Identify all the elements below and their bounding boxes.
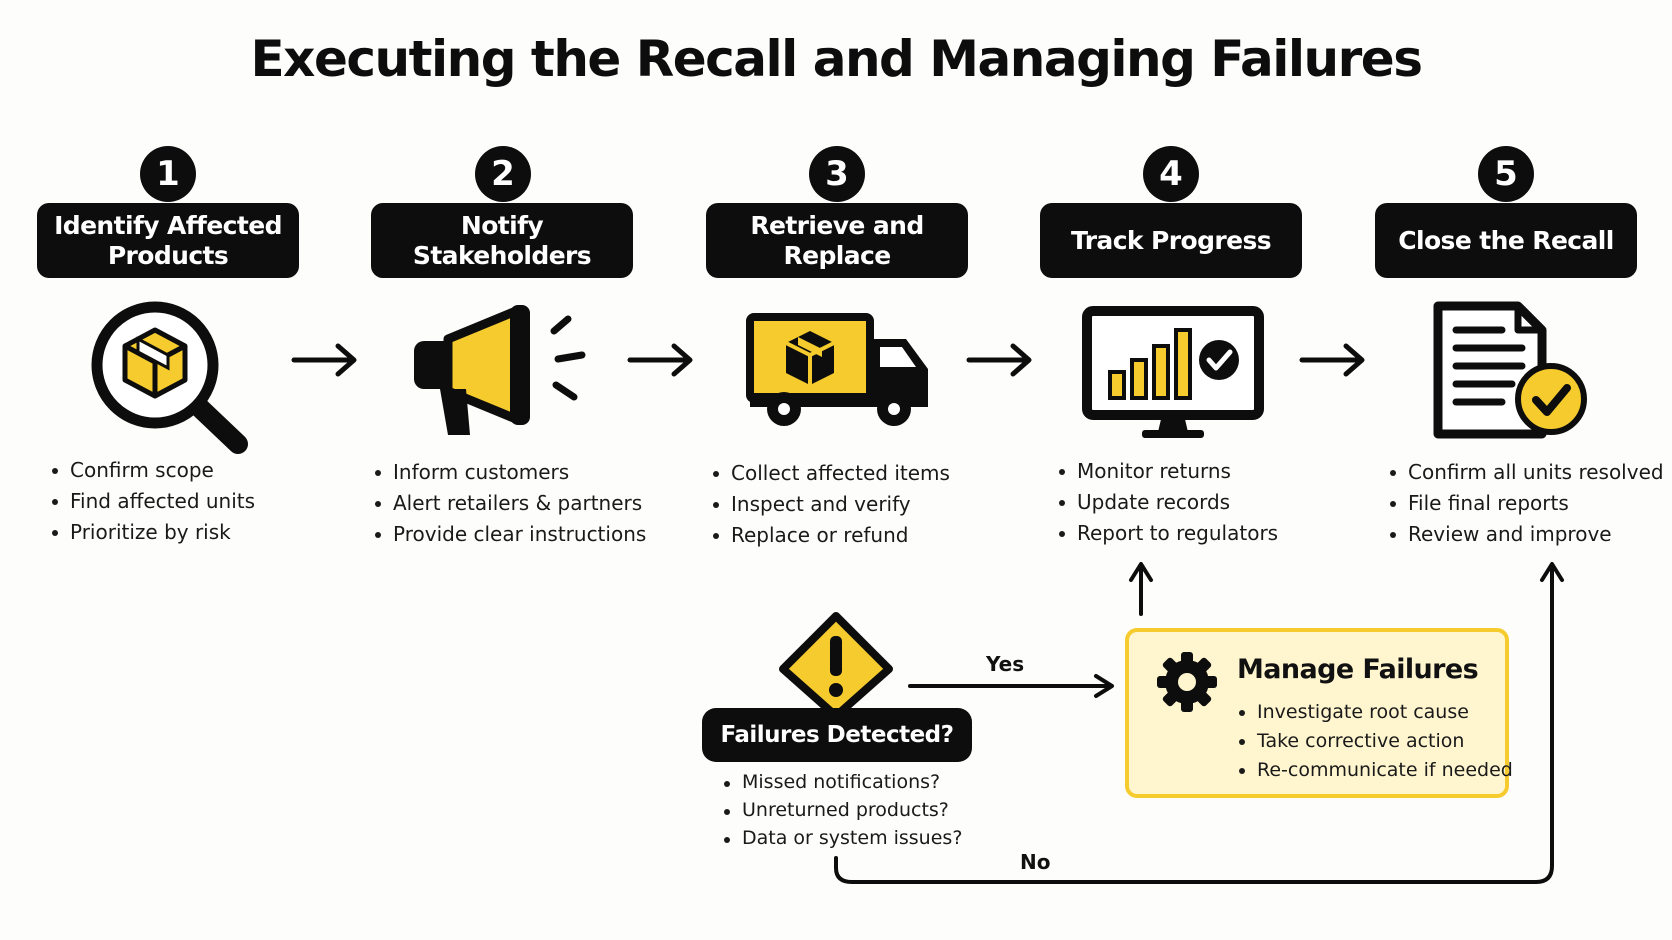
step-4-label: Track Progress [1040,203,1302,278]
failure-checks-bullets: Missed notifications? Unreturned product… [722,768,962,852]
step-3-label: Retrieve and Replace [706,203,968,278]
bullet-item: Alert retailers & partners [373,488,646,519]
bullet-item: Replace or refund [711,520,950,551]
step-1-bullets: Confirm scope Find affected units Priori… [50,455,255,548]
step-2-bullets: Inform customers Alert retailers & partn… [373,457,646,550]
step-5-label: Close the Recall [1375,203,1637,278]
bullet-item: Provide clear instructions [373,519,646,550]
step-2-label: Notify Stakeholders [371,203,633,278]
bullet-item: Confirm all units resolved [1388,457,1664,488]
step-1-number: 1 [140,146,196,202]
bullet-item: Review and improve [1388,519,1664,550]
step-5-number: 5 [1478,146,1534,202]
bullet-item: Find affected units [50,486,255,517]
bullet-item: Missed notifications? [722,768,962,796]
megaphone-icon [414,305,586,435]
magnifier-box-icon [91,301,248,454]
no-label: No [1020,850,1051,874]
arrow-right-icon [627,343,693,377]
bullet-item: Take corrective action [1237,727,1513,756]
step-3-bullets: Collect affected items Inspect and verif… [711,458,950,551]
arrow-right-icon [966,343,1032,377]
yes-label: Yes [986,652,1025,676]
arrow-right-icon [291,343,357,377]
bullet-item: Inspect and verify [711,489,950,520]
gear-icon [1157,652,1217,712]
arrow-right-icon [1299,343,1365,377]
bullet-item: Report to regulators [1057,518,1278,549]
bullet-item: Monitor returns [1057,456,1278,487]
warning-icon [779,612,893,718]
failures-detected-label: Failures Detected? [702,708,972,762]
diagram-title: Executing the Recall and Managing Failur… [250,30,1423,88]
step-4-bullets: Monitor returns Update records Report to… [1057,456,1278,549]
manage-failures-box: Manage Failures Investigate root cause T… [1125,628,1513,798]
bullet-item: Confirm scope [50,455,255,486]
bullet-item: Inform customers [373,457,646,488]
manage-failures-title: Manage Failures [1237,654,1479,685]
step-4-number: 4 [1143,146,1199,202]
step-1-label: Identify Affected Products [37,203,299,278]
document-check-icon [1433,301,1587,439]
bullet-item: Prioritize by risk [50,517,255,548]
bullet-item: File final reports [1388,488,1664,519]
step-2-number: 2 [475,146,531,202]
step-3-number: 3 [809,146,865,202]
bullet-item: Unreturned products? [722,796,962,824]
bullet-item: Investigate root cause [1237,698,1513,727]
delivery-truck-icon [746,313,928,426]
bullet-item: Re-communicate if needed [1237,756,1513,785]
bullet-item: Data or system issues? [722,824,962,852]
bullet-item: Update records [1057,487,1278,518]
step-5-bullets: Confirm all units resolved File final re… [1388,457,1664,550]
manage-failures-bullets: Investigate root cause Take corrective a… [1237,698,1513,785]
bullet-item: Collect affected items [711,458,950,489]
monitor-chart-icon [1082,306,1264,438]
